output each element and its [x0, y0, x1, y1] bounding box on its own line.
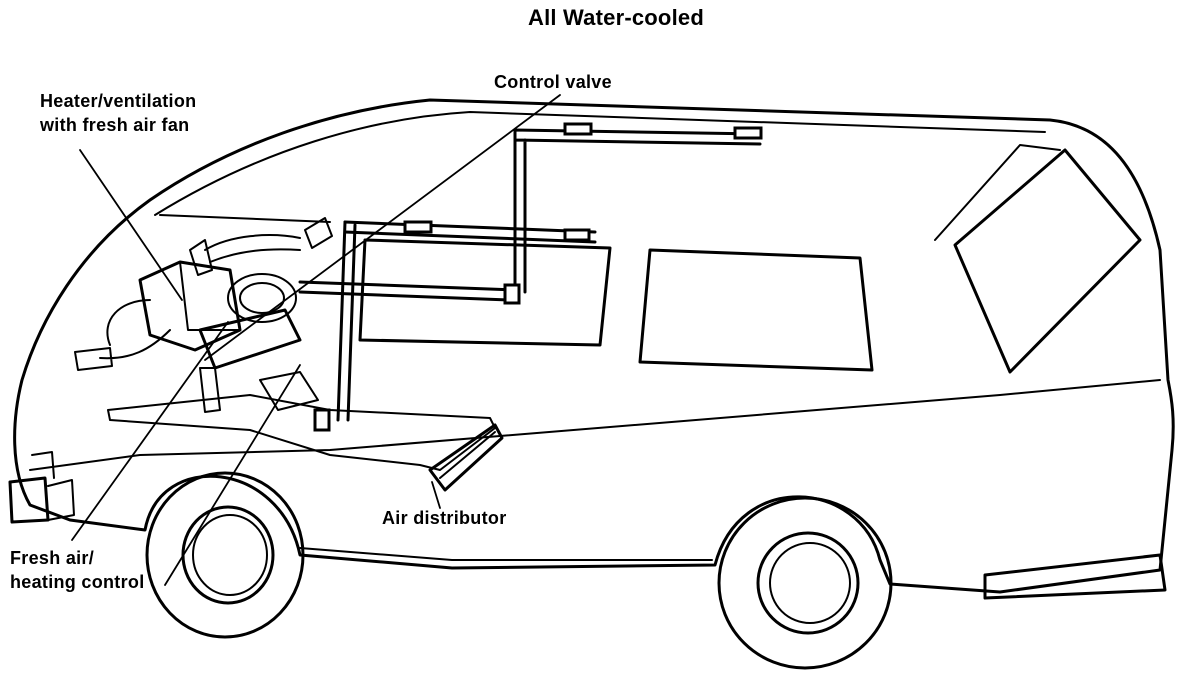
label-fresh-air-control: Fresh air/ heating control [10, 546, 145, 594]
leader-air-distributor [431, 481, 441, 509]
cross-duct [343, 220, 597, 244]
diagram-title: All Water-cooled [528, 5, 704, 30]
leader-heater [79, 149, 183, 301]
label-air-distributor: Air distributor [382, 508, 507, 528]
rear-pillar [934, 144, 1061, 241]
leader-fresh-air-control-2 [164, 364, 301, 586]
label-heater: Heater/ventilation with fresh air fan [40, 89, 196, 137]
heater-box [138, 260, 242, 352]
leader-control-valve [204, 94, 561, 361]
van-body-outline [13, 98, 1175, 594]
air-distributor-unit [428, 423, 504, 492]
floor-duct [336, 220, 357, 422]
front-wheel [145, 471, 305, 639]
sill-line [299, 547, 713, 561]
label-heater-line2: with fresh air fan [40, 115, 190, 135]
leader-fresh-air-control [71, 321, 229, 541]
roof-line [154, 111, 1046, 216]
heater-hoses [74, 299, 171, 371]
label-fresh-air-control-line2: heating control [10, 572, 145, 592]
label-control-valve: Control valve [494, 72, 612, 92]
label-fresh-air-control-line1: Fresh air/ [10, 548, 95, 568]
rear-bumper [983, 553, 1167, 600]
rear-quarter-window [953, 148, 1142, 374]
label-heater-line1: Heater/ventilation [40, 91, 197, 111]
belt-line [29, 379, 1161, 471]
floor-panel [107, 394, 496, 471]
side-window-rear [638, 248, 874, 372]
side-window-middle [358, 238, 612, 347]
windscreen-base [159, 214, 331, 223]
roof-duct [513, 128, 762, 227]
fan-drum [227, 273, 297, 323]
rear-wheel [717, 496, 893, 670]
